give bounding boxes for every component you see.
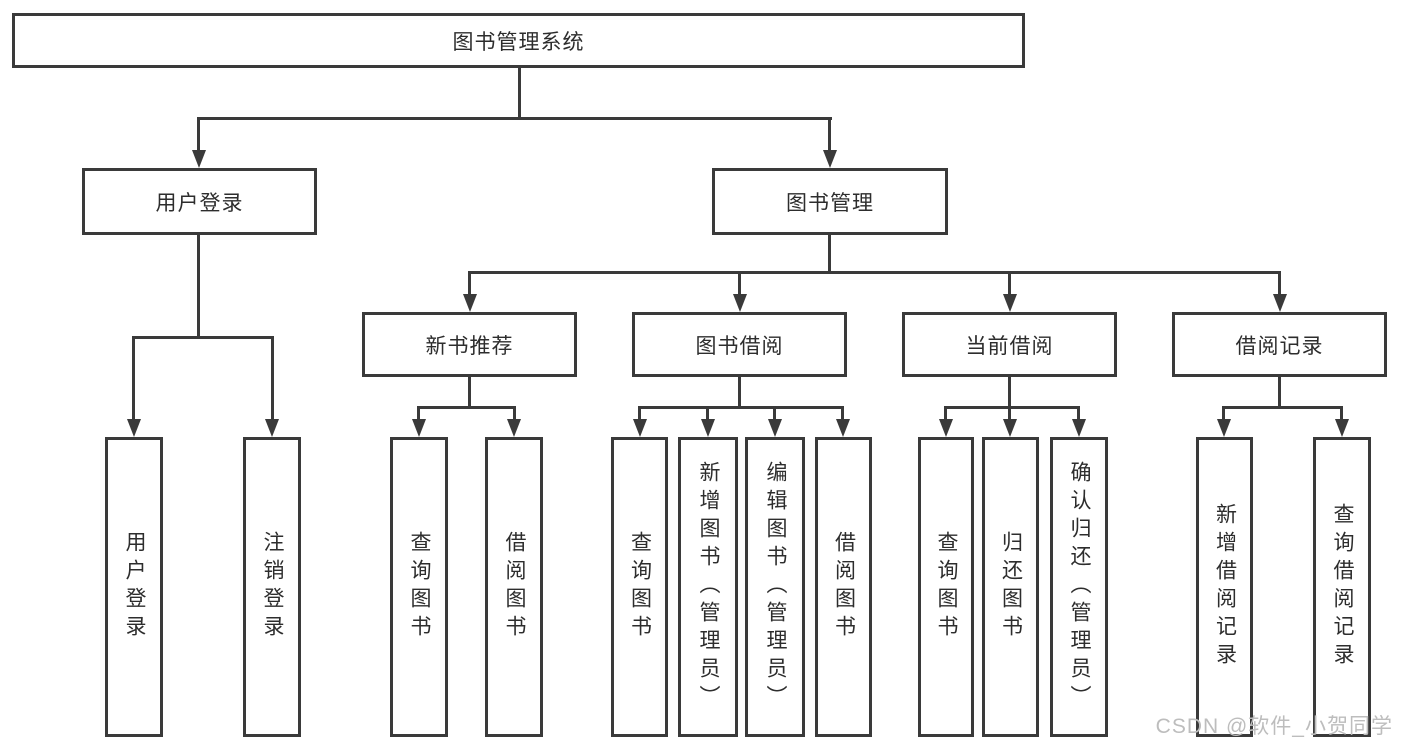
connector-br-split <box>1222 406 1343 409</box>
connector-user-drop <box>197 235 200 336</box>
leaf-cb-confirm-return-admin-label: 确认归还（管理员） <box>1068 461 1091 713</box>
leaf-br-query-record-label: 查询借阅记录 <box>1331 503 1354 671</box>
connector-bb-c2 <box>706 406 709 421</box>
connector-root-split <box>197 117 832 120</box>
arrow-to-leaf-logout <box>265 419 279 437</box>
leaf-bb-borrow-books: 借阅图书 <box>815 437 872 737</box>
arrow-bb-c2 <box>701 419 715 437</box>
connector-root-drop <box>518 68 521 118</box>
leaf-nb-query-books: 查询图书 <box>390 437 448 737</box>
connector-bb-c1 <box>638 406 641 421</box>
leaf-bb-query-books: 查询图书 <box>611 437 668 737</box>
leaf-bb-query-books-label: 查询图书 <box>628 531 652 643</box>
connector-to-new-books <box>468 271 471 296</box>
leaf-nb-borrow-books: 借阅图书 <box>485 437 543 737</box>
arrow-nb-c1 <box>412 419 426 437</box>
arrow-cb-c2 <box>1003 419 1017 437</box>
node-borrow-records-label: 借阅记录 <box>1235 334 1324 358</box>
arrow-bb-c3 <box>768 419 782 437</box>
watermark: CSDN @软件_小贺同学 <box>1155 715 1393 738</box>
arrow-to-book-management <box>823 150 837 168</box>
arrow-cb-c1 <box>939 419 953 437</box>
connector-to-current-borrow <box>1008 271 1011 296</box>
node-book-borrow: 图书借阅 <box>632 312 847 377</box>
connector-cb-drop <box>1008 377 1011 406</box>
node-new-book-recommend-label: 新书推荐 <box>425 334 514 358</box>
connector-nb-drop <box>468 377 471 406</box>
leaf-bb-edit-books-admin: 编辑图书（管理员） <box>745 437 805 737</box>
leaf-logout-label: 注销登录 <box>261 531 284 643</box>
node-new-book-recommend: 新书推荐 <box>362 312 577 377</box>
leaf-br-add-record-label: 新增借阅记录 <box>1213 503 1237 671</box>
connector-bb-c4 <box>841 406 844 421</box>
connector-bb-drop <box>738 377 741 406</box>
connector-nb-c1 <box>417 406 420 421</box>
leaf-logout: 注销登录 <box>243 437 301 737</box>
leaf-br-add-record: 新增借阅记录 <box>1196 437 1253 737</box>
leaf-user-login: 用户登录 <box>105 437 163 737</box>
arrow-br-c2 <box>1335 419 1349 437</box>
leaf-user-login-label: 用户登录 <box>123 531 146 643</box>
connector-to-leaf-logout <box>271 336 274 420</box>
leaf-cb-confirm-return-admin: 确认归还（管理员） <box>1050 437 1108 737</box>
leaf-cb-query-books: 查询图书 <box>918 437 974 737</box>
leaf-bb-add-books-admin: 新增图书（管理员） <box>678 437 738 737</box>
leaf-br-query-record: 查询借阅记录 <box>1313 437 1371 737</box>
connector-nb-split <box>417 406 516 409</box>
arrow-br-c1 <box>1217 419 1231 437</box>
connector-book-split <box>468 271 1281 274</box>
leaf-nb-borrow-books-label: 借阅图书 <box>503 531 526 643</box>
arrow-bb-c1 <box>633 419 647 437</box>
node-current-borrow-label: 当前借阅 <box>965 334 1054 358</box>
arrow-nb-c2 <box>507 419 521 437</box>
arrow-bb-c4 <box>836 419 850 437</box>
connector-cb-c2 <box>1008 406 1011 421</box>
arrow-to-user-login <box>192 150 206 168</box>
arrow-to-new-books <box>463 294 477 312</box>
connector-cb-c1 <box>944 406 947 421</box>
node-book-management-label: 图书管理 <box>786 191 874 215</box>
leaf-cb-return-books-label: 归还图书 <box>999 531 1023 643</box>
connector-book-drop <box>828 235 831 271</box>
arrow-to-current-borrow <box>1003 294 1017 312</box>
connector-cb-c3 <box>1077 406 1080 421</box>
connector-to-leaf-user-login <box>132 336 135 420</box>
leaf-cb-return-books: 归还图书 <box>982 437 1039 737</box>
leaf-bb-borrow-books-label: 借阅图书 <box>832 531 856 643</box>
node-root: 图书管理系统 <box>12 13 1025 68</box>
node-root-label: 图书管理系统 <box>452 30 585 54</box>
connector-nb-c2 <box>513 406 516 421</box>
connector-to-book-management <box>828 117 831 153</box>
node-book-borrow-label: 图书借阅 <box>695 334 784 358</box>
connector-bb-split <box>638 406 844 409</box>
connector-br-drop <box>1278 377 1281 406</box>
arrow-to-borrow-records <box>1273 294 1287 312</box>
leaf-nb-query-books-label: 查询图书 <box>408 531 431 643</box>
connector-user-split <box>132 336 274 339</box>
connector-br-c1 <box>1222 406 1225 421</box>
node-user-login-label: 用户登录 <box>155 191 244 215</box>
connector-to-borrow-records <box>1278 271 1281 296</box>
arrow-cb-c3 <box>1072 419 1086 437</box>
node-book-management: 图书管理 <box>712 168 948 235</box>
arrow-to-book-borrow <box>733 294 747 312</box>
leaf-cb-query-books-label: 查询图书 <box>935 531 958 643</box>
connector-cb-split <box>944 406 1080 409</box>
leaf-bb-edit-books-admin-label: 编辑图书（管理员） <box>764 461 787 713</box>
leaf-bb-add-books-admin-label: 新增图书（管理员） <box>697 461 720 713</box>
node-borrow-records: 借阅记录 <box>1172 312 1387 377</box>
connector-br-c2 <box>1340 406 1343 421</box>
node-user-login: 用户登录 <box>82 168 317 235</box>
node-current-borrow: 当前借阅 <box>902 312 1117 377</box>
connector-to-book-borrow <box>738 271 741 296</box>
connector-bb-c3 <box>773 406 776 421</box>
connector-to-user-login <box>197 117 200 153</box>
arrow-to-leaf-user-login <box>127 419 141 437</box>
